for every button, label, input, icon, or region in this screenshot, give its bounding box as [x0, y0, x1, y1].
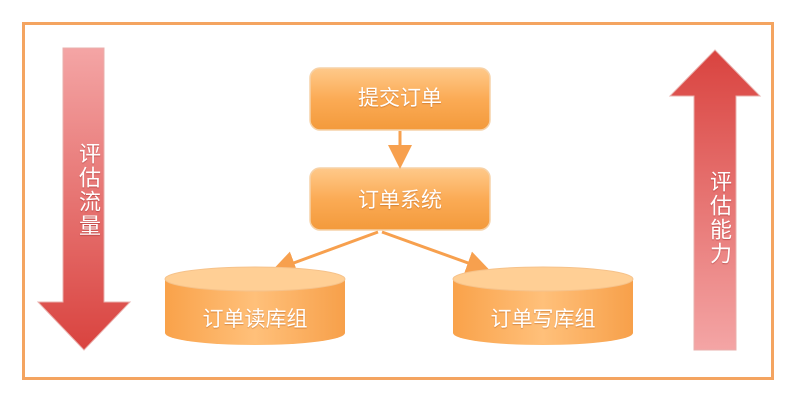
right-up-arrow	[668, 49, 762, 351]
submit-order-label: 提交订单	[358, 86, 442, 110]
left-arrow-label: 评估流量	[75, 142, 100, 238]
system-to-read-arrow	[271, 230, 379, 275]
left-down-arrow	[36, 47, 132, 351]
read-db-cylinder	[164, 266, 346, 345]
order-system-label: 订单系统	[358, 188, 442, 212]
write-db-cylinder	[452, 266, 634, 345]
write-db-label: 订单写库组	[490, 307, 596, 331]
system-to-write-arrow	[381, 230, 491, 275]
submit-order-box	[309, 67, 491, 131]
right-arrow-label: 评估能力	[706, 170, 731, 266]
read-db-label: 订单读库组	[202, 307, 308, 331]
